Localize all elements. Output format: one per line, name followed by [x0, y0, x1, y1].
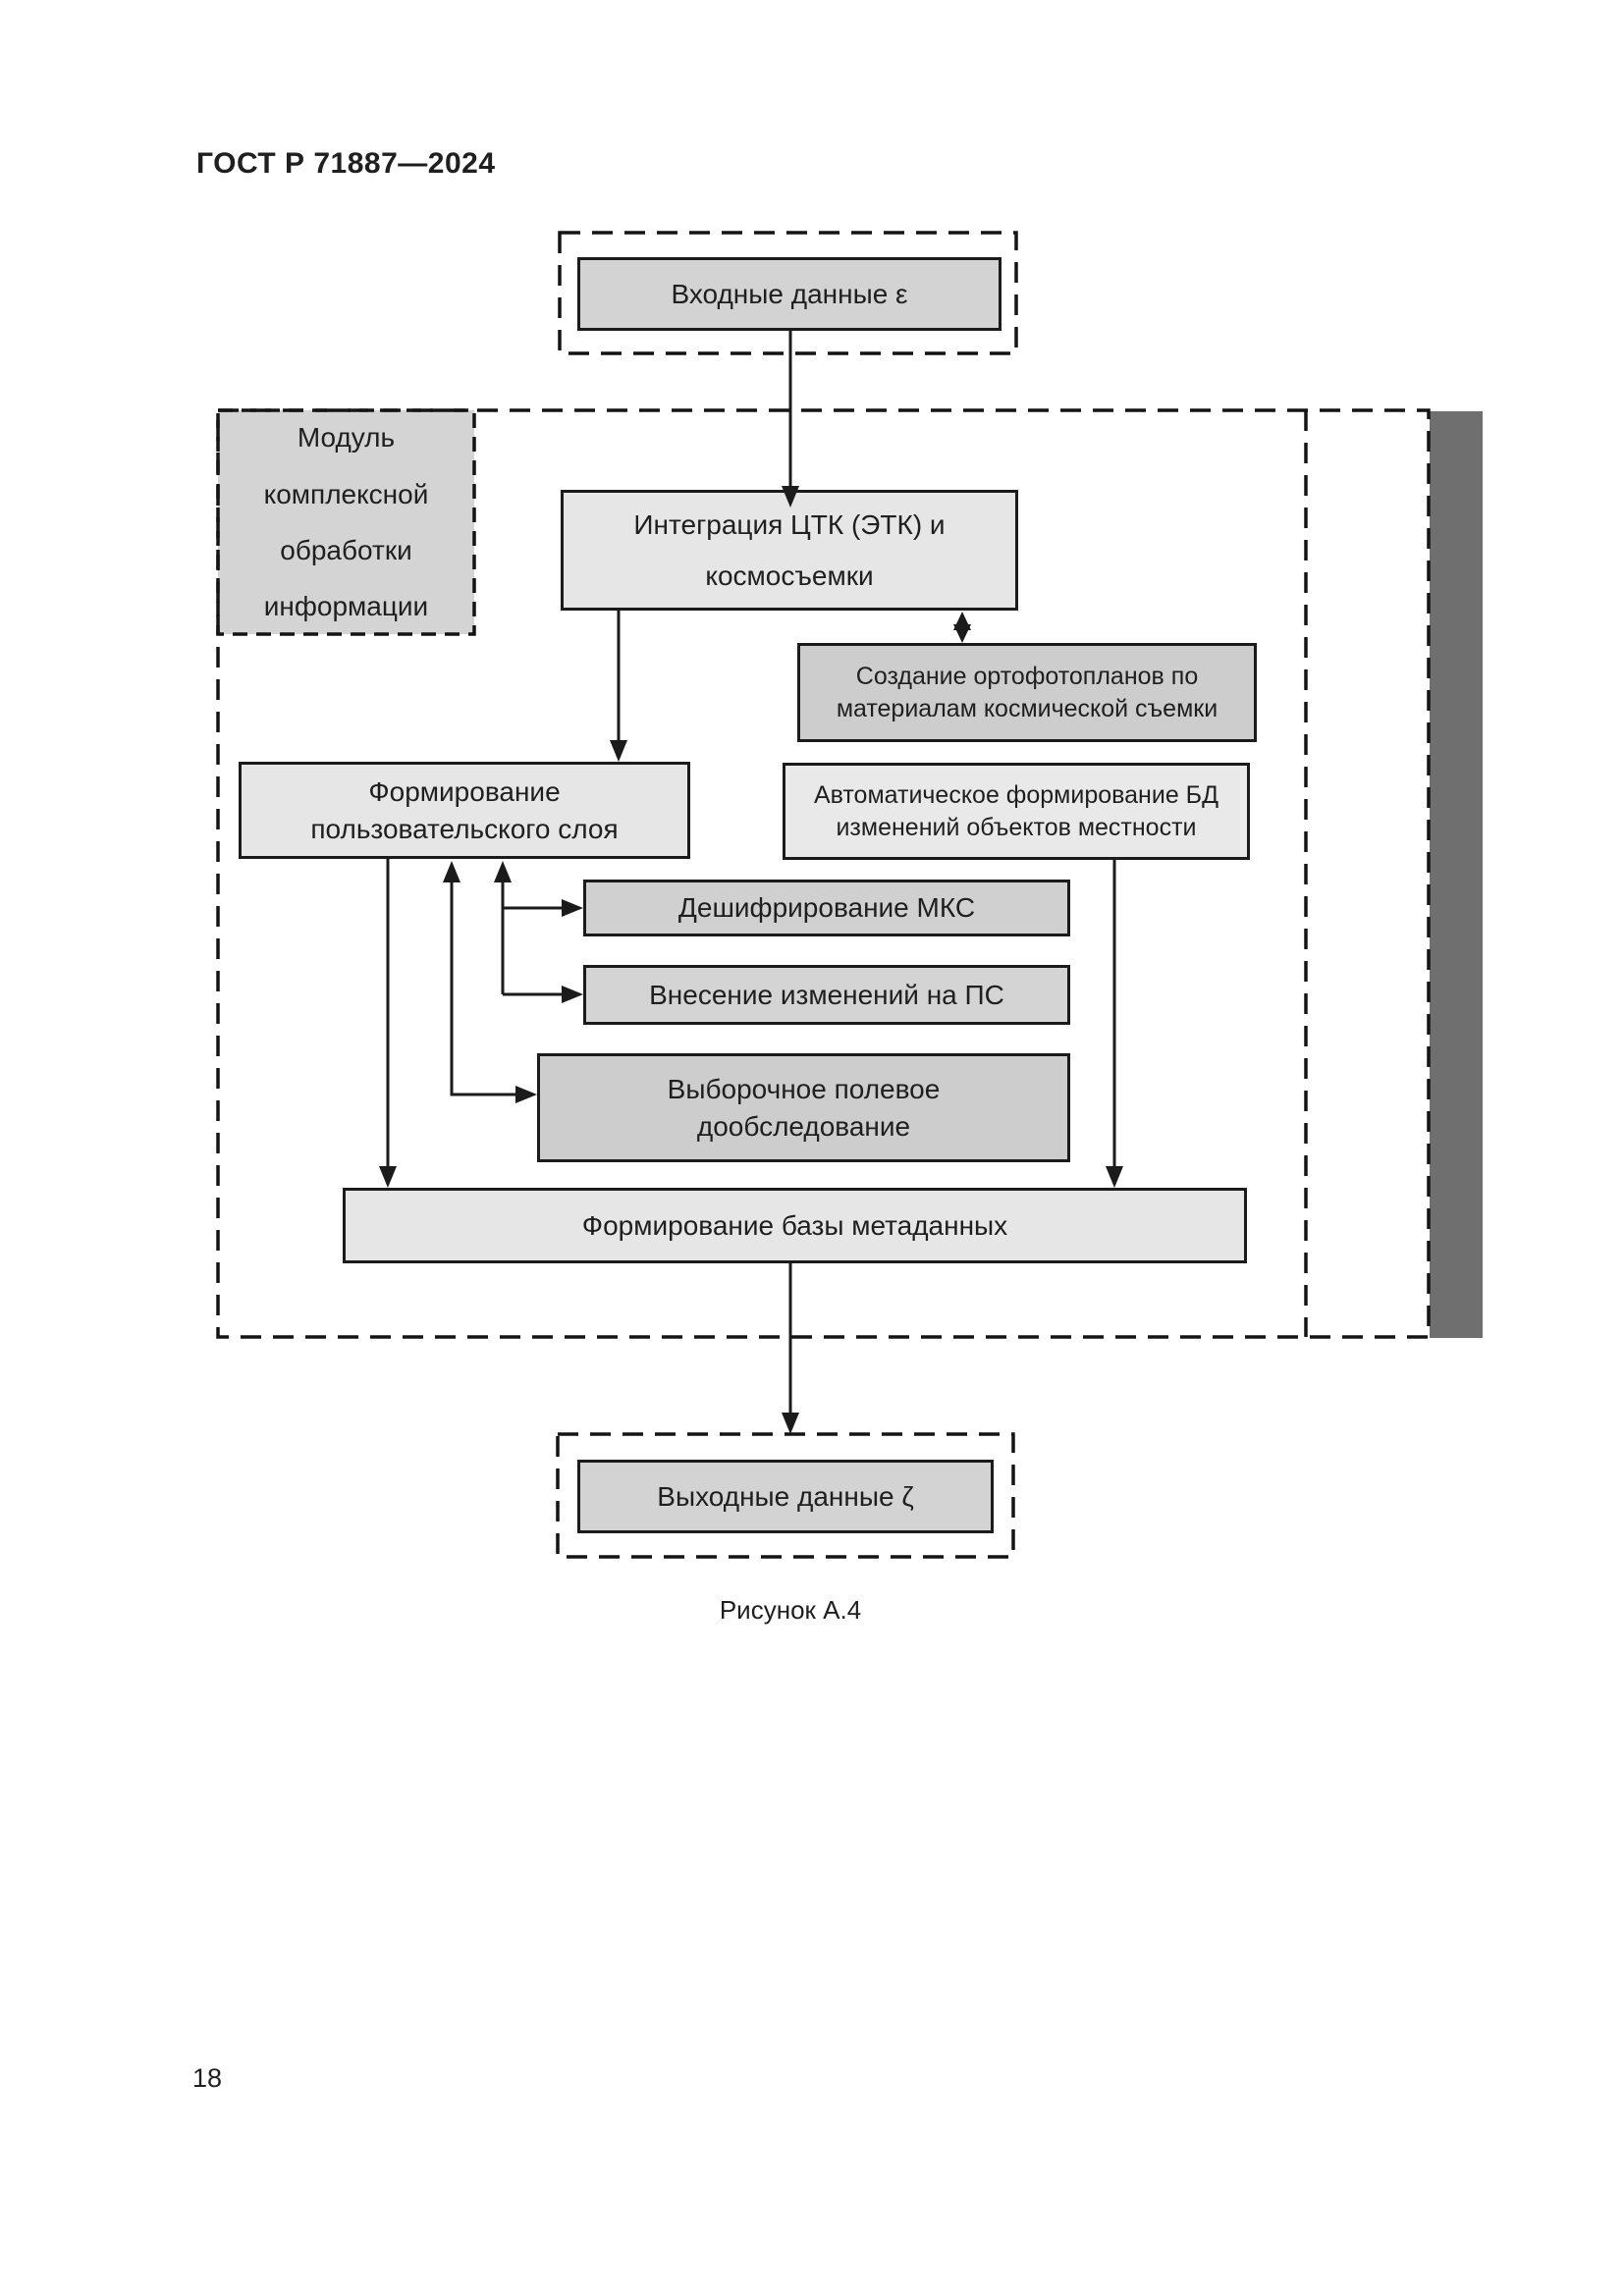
node-orthophoto: Создание ортофотопланов по материалам ко…: [797, 643, 1257, 742]
arrowhead: [443, 861, 460, 882]
node-input-data: Входные данные ε: [577, 257, 1001, 331]
arrowhead: [494, 861, 512, 882]
page-header: ГОСТ Р 71887—2024: [196, 147, 496, 180]
figure-caption: Рисунок А.4: [719, 1595, 862, 1625]
node-changes-ps: Внесение изменений на ПС: [583, 965, 1070, 1025]
side-gray-bar: [1430, 411, 1483, 1338]
module-label: Модуль комплексной обработки информации: [218, 410, 474, 634]
node-auto-db: Автоматическое формирование БД изменений…: [783, 763, 1250, 860]
node-output-data: Выходные данные ζ: [577, 1460, 994, 1533]
node-user-layer: Формирование пользовательского слоя: [239, 762, 690, 859]
arrowhead: [1106, 1166, 1123, 1188]
arrowhead: [782, 1413, 799, 1434]
arrowhead: [379, 1166, 397, 1188]
link-layer-field-survey: [450, 879, 520, 1096]
node-field-survey: Выборочное полевое дообследование: [537, 1053, 1070, 1162]
node-decryption: Дешифрирование МКС: [583, 880, 1070, 936]
arrowhead: [515, 1086, 537, 1103]
arrowhead: [562, 899, 583, 917]
arrowhead: [953, 612, 971, 630]
arrowhead: [562, 986, 583, 1003]
arrowhead: [610, 740, 627, 762]
arrowhead: [953, 624, 971, 643]
node-metadata-base: Формирование базы метаданных: [343, 1188, 1247, 1263]
page-number: 18: [192, 2063, 223, 2093]
node-integration: Интеграция ЦТК (ЭТК) и космосъемки: [561, 490, 1018, 611]
